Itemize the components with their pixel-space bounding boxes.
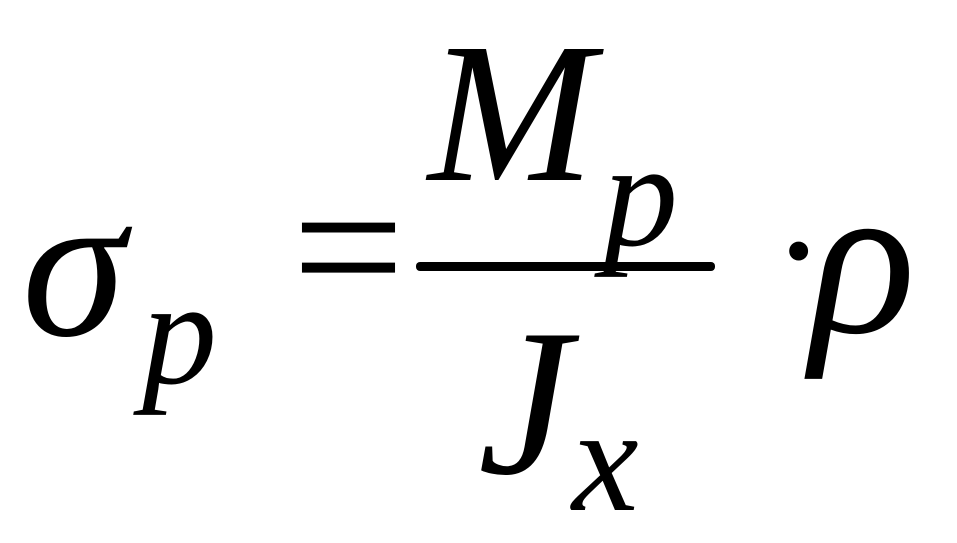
numerator-symbol: M xyxy=(428,3,595,224)
denominator-symbol: J xyxy=(478,287,572,519)
multiplication-dot: · xyxy=(772,161,826,339)
numerator-subscript: p xyxy=(603,112,678,278)
formula: σ p = M p J x · ρ xyxy=(22,3,916,536)
fraction-bar xyxy=(416,262,715,271)
equals-sign: = xyxy=(292,137,405,358)
rho-symbol: ρ xyxy=(810,136,916,380)
sigma-subscript: p xyxy=(142,250,217,416)
denominator-subscript: x xyxy=(572,377,639,543)
sigma-symbol: σ xyxy=(22,149,126,381)
